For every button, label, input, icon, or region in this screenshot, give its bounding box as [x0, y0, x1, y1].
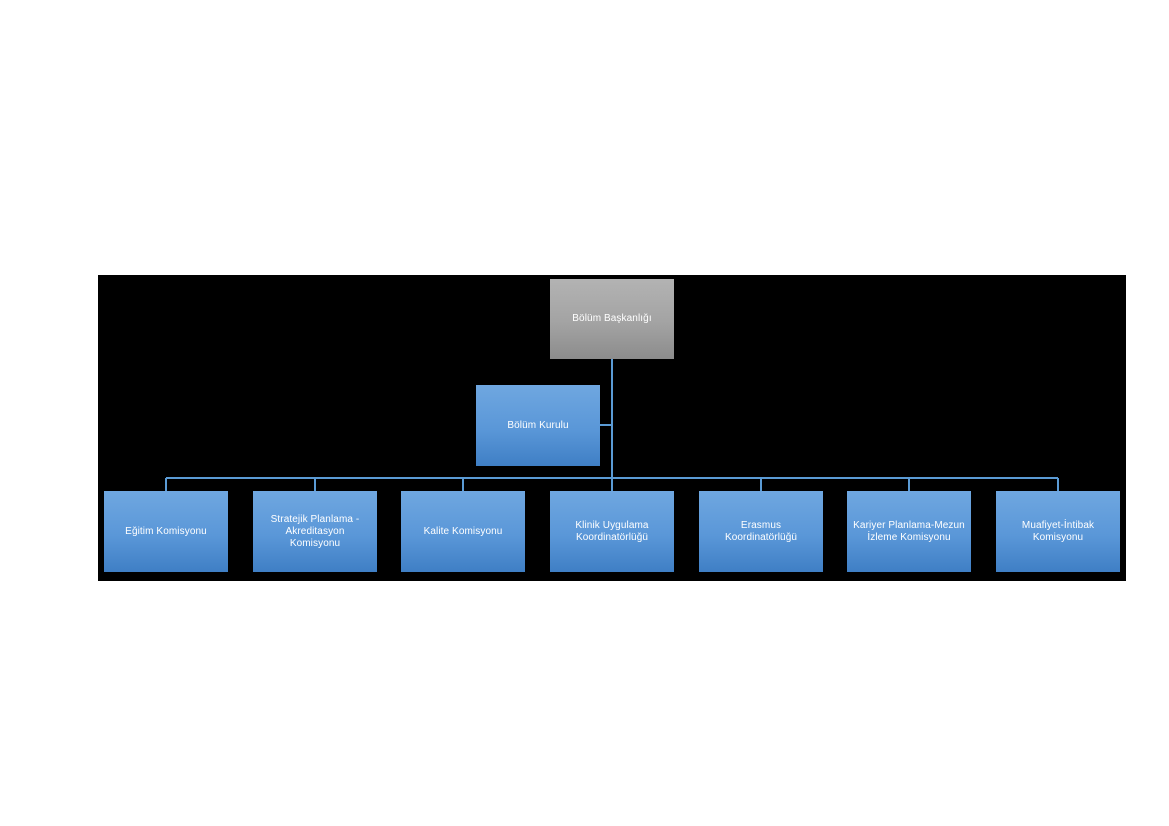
node-label: Bölüm Kurulu — [507, 419, 569, 431]
node-label: Klinik Uygulama Koordinatörlüğü — [575, 519, 649, 543]
org-chart-panel: Bölüm Başkanlığı Bölüm Kurulu Eğitim Kom… — [98, 275, 1126, 581]
node-erasmus-koordinatorlugu: Erasmus Koordinatörlüğü — [699, 491, 823, 572]
node-muafiyet-intibak: Muafiyet-İntibak Komisyonu — [996, 491, 1120, 572]
node-bolum-kurulu: Bölüm Kurulu — [476, 385, 600, 466]
node-label: Eğitim Komisyonu — [125, 525, 207, 537]
node-kalite-komisyonu: Kalite Komisyonu — [401, 491, 525, 572]
node-stratejik-planlama-akreditasyon: Stratejik Planlama -Akreditasyon Komisyo… — [253, 491, 377, 572]
connector-lines — [165, 359, 1059, 491]
node-klinik-uygulama: Klinik Uygulama Koordinatörlüğü — [550, 491, 674, 572]
node-label: Stratejik Planlama -Akreditasyon Komisyo… — [270, 513, 360, 549]
node-label: Kariyer Planlama-Mezun İzleme Komisyonu — [853, 519, 965, 543]
node-egitim-komisyonu: Eğitim Komisyonu — [104, 491, 228, 572]
node-label: Kalite Komisyonu — [423, 525, 503, 537]
node-label: Bölüm Başkanlığı — [572, 313, 652, 324]
node-label: Muafiyet-İntibak Komisyonu — [1021, 519, 1095, 543]
node-kariyer-planlama-mezun: Kariyer Planlama-Mezun İzleme Komisyonu — [847, 491, 971, 572]
node-label: Erasmus Koordinatörlüğü — [724, 519, 798, 543]
node-bolum-baskanligi: Bölüm Başkanlığı — [550, 279, 674, 359]
